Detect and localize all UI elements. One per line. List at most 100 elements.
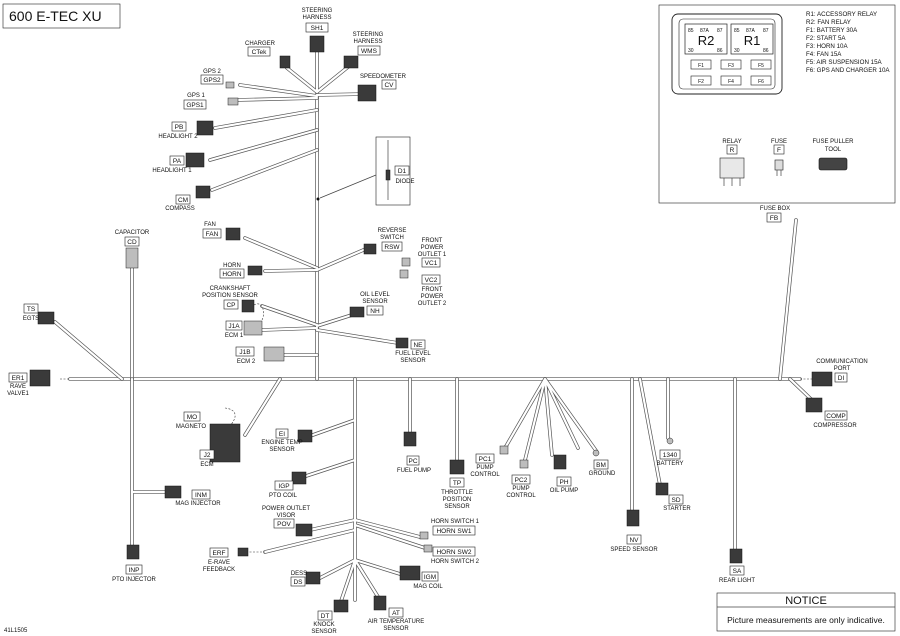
fuse-f4: F4 [728,79,734,85]
j1a-code: J1A [228,323,240,330]
cp-name-1: CRANKSHAFT [210,286,251,292]
cv-name: SPEEDOMETER [360,74,407,80]
sa-name: REAR LIGHT [719,578,755,584]
gps2-code: GPS2 [203,77,221,84]
svg-text:87A: 87A [746,28,756,34]
connector-di-icon [811,371,833,387]
connector-gps2-icon [225,81,235,89]
at-name-2: SENSOR [383,626,409,632]
relay-part-code: R [730,147,735,154]
notice-box [716,592,896,632]
notice-heading: NOTICE [785,595,827,607]
pc-name: FUEL PUMP [397,468,431,474]
comp-name: COMPRESSOR [813,423,857,429]
sh1-name-1: STEERING [302,8,333,14]
dess-code: DS [293,579,303,586]
igm-code: IGM [424,574,436,581]
svg-text:87: 87 [717,28,723,34]
er1-code: ER1 [12,375,25,382]
svg-text:86: 86 [717,48,723,54]
at-name-1: AIR TEMPERATURE [368,619,424,625]
connector-dt-icon [333,599,349,613]
connector-pb-icon [196,120,214,136]
connector-ne-icon [395,337,409,349]
at-code: AT [392,610,400,617]
wms-name-2: HARNESS [353,39,382,45]
dess-name: DESS [291,571,307,577]
rsw-name-1: REVERSE [378,228,407,234]
connector-pc-icon [403,431,417,447]
harness [53,43,814,612]
cd-name: CAPACITOR [115,230,150,236]
connector-cv-icon [357,84,377,102]
connector-hsw2-icon [423,544,433,553]
erf-name-1: E-RAVE [208,560,230,566]
nh-name-2: SENSOR [362,299,388,305]
sh1-code: SH1 [311,25,324,32]
dt-code: DT [321,613,330,620]
ne-name-2: SENSOR [400,358,426,364]
di-code: DI [838,375,845,382]
pc2-code: PC2 [515,477,528,484]
pb-name: HEADLIGHT 2 [158,134,198,140]
vc2-name-2: POWER [421,294,444,300]
pa-code: PA [173,158,182,165]
pc-code: PC [408,458,417,465]
tp-name-1: THROTTLE [441,490,473,496]
inm-code: INM [195,492,207,499]
legend-item: F1: BATTERY 30A [806,27,858,34]
ph-name: OIL PUMP [550,488,578,494]
connector-bm-icon [592,449,600,457]
fuse-f2: F2 [698,79,704,85]
pc1-name-1: PUMP [476,465,493,471]
ei-code: EI [279,431,285,438]
notice-text: Picture measurements are only indicative… [727,615,885,625]
legend-item: F3: HORN 10A [806,43,848,50]
connector-vc2-icon [399,269,409,279]
svg-text:86: 86 [763,48,769,54]
connector-igp-icon [291,471,307,485]
connector-ts-icon [37,311,55,325]
dt-name-1: KNOCK [313,622,334,628]
ne-name-1: FUEL LEVEL [395,351,431,357]
svg-text:30: 30 [734,48,740,54]
vc2-code: VC2 [425,277,438,284]
inm-name: MAG INJECTOR [175,501,221,507]
legend-item: F4: FAN 15A [806,51,842,58]
horn-code: HORN [222,271,241,278]
fuse-f5: F5 [758,63,764,69]
hsw1-code: HORN SW1 [436,528,471,535]
connector-ei-icon [297,429,313,443]
ts-code: TS [27,306,36,313]
mo-name: MAGNETO [176,424,207,430]
connector-pov-icon [295,523,313,537]
pc1-code: PC1 [479,456,492,463]
cp-name-2: POSITION SENSOR [202,293,258,299]
connector-sa-icon [729,548,743,564]
svg-text:85: 85 [688,28,694,34]
bm-name: GROUND [589,471,616,477]
fuse-f1: F1 [698,63,704,69]
connector-j1b-icon [263,346,285,362]
vc1-name-3: OUTLET 1 [418,252,447,258]
pov-name-2: VISOR [277,513,296,519]
rsw-name-2: SWITCH [380,235,404,241]
horn-name: HORN [223,263,241,269]
legend-item: F5: AIR SUSPENSION 15A [806,59,883,66]
hsw2-code: HORN SW2 [436,549,471,556]
pc2-name-2: CONTROL [506,493,536,499]
connector-comp-icon [805,397,823,413]
labels: STEERING HARNESS SH1 CHARGER CTek STEERI… [7,8,868,635]
connector-inm-icon [164,485,182,499]
fuse-part-icon [774,159,784,171]
comp-code: COMP [826,413,846,420]
vc1-code: VC1 [425,260,438,267]
ei-name-1: ENGINE TEMP [261,440,302,446]
dashed-leads [60,303,812,553]
pc2-name-1: PUMP [512,486,529,492]
relay-part-name: RELAY [722,139,741,145]
cd-code: CD [127,239,137,246]
bat-code: 1340 [663,452,678,459]
gps1-code: GPS1 [186,102,204,109]
inp-code: INP [129,567,140,574]
